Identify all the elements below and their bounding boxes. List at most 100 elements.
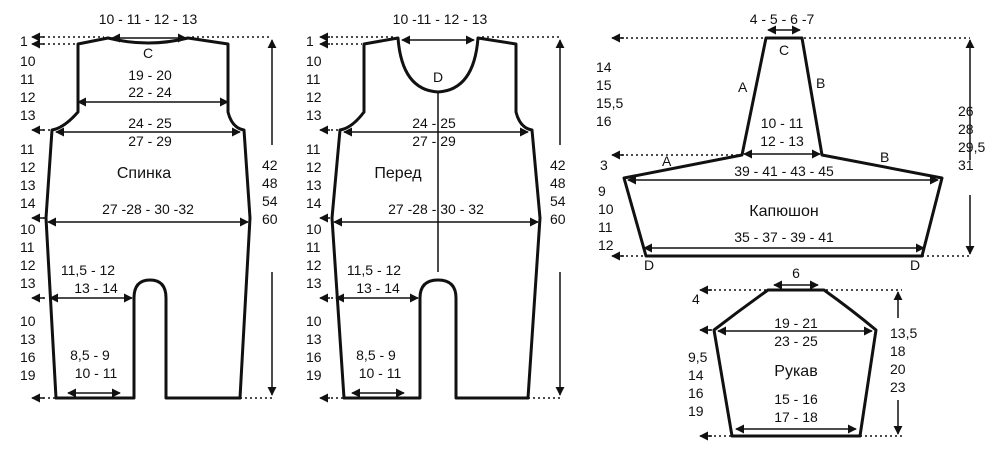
front-leg-1: 11,5 - 12 <box>347 262 401 278</box>
sleeve-left-four: 4 <box>692 291 700 307</box>
back-left-num: 13 <box>20 107 36 123</box>
front-waist-2: 27 - 29 <box>412 133 456 149</box>
hood-left-num: 15 <box>596 77 612 93</box>
back-chest-1: 19 - 20 <box>128 67 172 83</box>
front-title: Перед <box>374 165 422 182</box>
sleeve-left-numbers: 4 9,5 14 16 19 <box>688 291 708 419</box>
front-left-num: 10 <box>306 313 322 329</box>
back-piece: 10 - 11 - 12 - 13 C 19 - 20 22 - 24 24 -… <box>20 11 278 403</box>
front-waist-1: 24 - 25 <box>412 115 456 131</box>
sleeve-upper-1: 19 - 21 <box>774 315 818 331</box>
hood-left-num: 10 <box>598 201 614 217</box>
front-outline <box>330 36 542 400</box>
hood-left-numbers: 14 15 15,5 16 3 9 10 11 12 <box>596 59 623 253</box>
back-leg-2: 13 - 14 <box>74 280 118 296</box>
hood-letter-b-upper: B <box>816 75 825 91</box>
front-piece: 10 -11 - 12 - 13 D 24 - 25 27 - 29 Перед… <box>306 11 566 403</box>
back-left-num: 19 <box>20 367 36 383</box>
back-left-num: 13 <box>20 275 36 291</box>
sleeve-left-num: 16 <box>688 385 704 401</box>
back-left-num: 12 <box>20 89 36 105</box>
front-right-num: 54 <box>550 193 566 209</box>
front-right-num: 60 <box>550 211 566 227</box>
front-left-num: 11 <box>306 71 321 87</box>
back-waist-2: 27 - 29 <box>128 133 172 149</box>
hood-top-letter: C <box>779 42 789 58</box>
hood-base-letter-left: D <box>644 257 654 273</box>
hood-right-numbers: 26 28 29,5 31 <box>958 103 985 173</box>
hood-letter-a-lower: A <box>662 153 672 169</box>
front-neck-width: 10 -11 - 12 - 13 <box>393 11 488 27</box>
back-hip-width: 27 -28 - 30 -32 <box>102 201 194 217</box>
front-left-num: 14 <box>306 195 322 211</box>
sleeve-lower-1: 15 - 16 <box>774 391 818 407</box>
back-cuff-1: 8,5 - 9 <box>70 347 110 363</box>
front-left-num: 13 <box>306 331 322 347</box>
back-right-num: 60 <box>262 211 278 227</box>
front-right-num: 48 <box>550 175 566 191</box>
front-left-num: 12 <box>306 89 322 105</box>
front-left-num: 10 <box>306 53 322 69</box>
hood-left-num: 9 <box>598 183 606 199</box>
front-left-num: 13 <box>306 275 322 291</box>
front-right-num: 42 <box>550 157 566 173</box>
back-left-num: 11 <box>20 239 35 255</box>
front-left-num: 13 <box>306 177 322 193</box>
sleeve-right-num: 18 <box>890 343 906 359</box>
back-right-num: 42 <box>262 157 278 173</box>
sleeve-right-num: 20 <box>890 361 906 377</box>
back-left-num: 11 <box>20 71 35 87</box>
hood-base-letter-right: D <box>910 257 920 273</box>
sleeve-upper-2: 23 - 25 <box>774 333 818 349</box>
back-left-numbers: 1 10 11 12 13 11 12 13 14 10 11 12 13 10… <box>20 33 36 383</box>
sleeve-left-num: 9,5 <box>688 349 708 365</box>
hood-top-width: 4 - 5 - 6 -7 <box>750 11 815 27</box>
hood-left-three: 3 <box>600 157 608 173</box>
hood-left-num: 11 <box>598 219 613 235</box>
back-title: Спинка <box>117 165 171 182</box>
hood-mid-2: 12 - 13 <box>760 133 804 149</box>
back-neck-letter: C <box>143 45 153 61</box>
hood-right-num: 26 <box>958 103 974 119</box>
front-hip-width: 27 -28 - 30 - 32 <box>388 201 484 217</box>
hood-base-width: 35 - 37 - 39 - 41 <box>734 229 834 245</box>
back-left-num: 13 <box>20 177 36 193</box>
hood-mid-1: 10 - 11 <box>761 115 804 131</box>
front-left-num: 19 <box>306 367 322 383</box>
back-left-num: 10 <box>20 53 36 69</box>
sleeve-title: Рукав <box>774 363 817 380</box>
front-left-num: 12 <box>306 257 322 273</box>
back-right-num: 48 <box>262 175 278 191</box>
hood-left-num: 12 <box>598 237 614 253</box>
back-chest-2: 22 - 24 <box>128 84 172 100</box>
hood-right-num: 31 <box>958 157 974 173</box>
hood-letter-a-upper: A <box>738 79 748 95</box>
front-left-numbers: 1 10 11 12 13 11 12 13 14 10 11 12 13 10… <box>306 33 322 383</box>
hood-wide-width: 39 - 41 - 43 - 45 <box>734 163 834 179</box>
sleeve-top-width: 6 <box>792 265 800 281</box>
hood-letter-b-lower: B <box>880 149 889 165</box>
sleeve-outline <box>712 288 878 438</box>
front-left-num: 11 <box>306 239 321 255</box>
hood-title: Капюшон <box>749 203 818 220</box>
sleeve-lower-2: 17 - 18 <box>774 409 818 425</box>
hood-left-num: 15,5 <box>596 95 623 111</box>
hood-right-num: 29,5 <box>958 139 985 155</box>
front-cuff-2: 10 - 11 <box>359 365 402 381</box>
back-cuff-2: 10 - 11 <box>75 365 118 381</box>
front-left-num: 10 <box>306 221 322 237</box>
hood-piece: 4 - 5 - 6 -7 C A B A B 10 - 11 12 - 13 3… <box>596 11 985 273</box>
front-right-numbers: 42 48 54 60 <box>550 157 566 227</box>
back-right-numbers: 42 48 54 60 <box>262 157 278 227</box>
back-left-num: 13 <box>20 331 36 347</box>
front-leg-2: 13 - 14 <box>356 280 400 296</box>
hood-left-num: 16 <box>596 113 612 129</box>
front-left-num: 16 <box>306 349 322 365</box>
sleeve-left-num: 19 <box>688 403 704 419</box>
back-left-num: 12 <box>20 257 36 273</box>
front-left-num: 11 <box>306 141 321 157</box>
back-right-num: 54 <box>262 193 278 209</box>
back-left-num: 16 <box>20 349 36 365</box>
